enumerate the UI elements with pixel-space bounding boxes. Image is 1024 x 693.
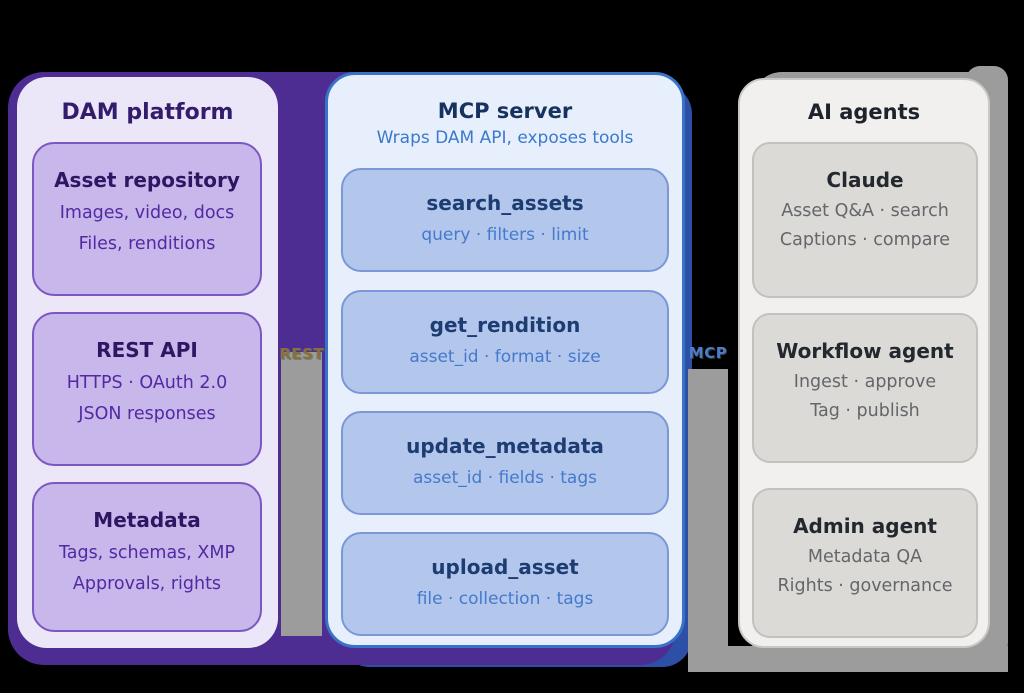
admin-agent-line: Metadata QA (807, 547, 923, 567)
connector-label-rest: REST (279, 345, 325, 363)
search-assets-tool-box: search_assets query · filters · limit (341, 168, 669, 272)
upload-asset-tool-box: upload_asset file · collection · tags (341, 532, 669, 636)
metadata-box-line: Tags, schemas, XMP (58, 543, 236, 563)
connector-band-rest (281, 352, 322, 636)
workflow-agent-line: Ingest · approve (793, 372, 937, 392)
admin-agent-line: Rights · governance (777, 576, 953, 596)
connector-label-mcp: MCP (688, 344, 728, 362)
claude-agent-line: Asset Q&A · search (781, 201, 949, 221)
get-rendition-tool-title: get_rendition (429, 313, 581, 337)
search-assets-tool-params: query · filters · limit (421, 225, 589, 245)
search-assets-tool-title: search_assets (426, 191, 584, 215)
update-metadata-tool-params: asset_id · fields · tags (413, 468, 597, 488)
get-rendition-tool-params: asset_id · format · size (409, 347, 601, 367)
connector-band-mcp (688, 369, 728, 667)
get-rendition-tool-box: get_rendition asset_id · format · size (341, 290, 669, 394)
rest-api-box: REST API HTTPS · OAuth 2.0 JSON response… (32, 312, 262, 466)
metadata-box: Metadata Tags, schemas, XMP Approvals, r… (32, 482, 262, 632)
claude-agent-title: Claude (826, 168, 904, 192)
metadata-box-line: Approvals, rights (72, 574, 222, 594)
workflow-agent-line: Tag · publish (810, 401, 920, 421)
claude-agent-box: Claude Asset Q&A · search Captions · com… (752, 142, 978, 298)
asset-repository-box-line: Files, renditions (78, 234, 216, 254)
upload-asset-tool-params: file · collection · tags (416, 589, 594, 609)
asset-repository-box: Asset repository Images, video, docs Fil… (32, 142, 262, 296)
asset-repository-box-title: Asset repository (54, 168, 240, 192)
asset-repository-box-line: Images, video, docs (59, 203, 235, 223)
admin-agent-box: Admin agent Metadata QA Rights · governa… (752, 488, 978, 638)
ai-agents-title: AI agents (807, 100, 921, 124)
dam-platform-title: DAM platform (61, 100, 234, 125)
admin-agent-title: Admin agent (793, 514, 937, 538)
ai-agents-card: AI agents Claude Asset Q&A · search Capt… (738, 78, 990, 648)
rest-api-box-title: REST API (96, 338, 198, 362)
rest-api-box-line: JSON responses (78, 404, 216, 424)
update-metadata-tool-box: update_metadata asset_id · fields · tags (341, 411, 669, 515)
mcp-server-card: MCP server Wraps DAM API, exposes tools … (325, 72, 685, 648)
workflow-agent-box: Workflow agent Ingest · approve Tag · pu… (752, 313, 978, 463)
update-metadata-tool-title: update_metadata (406, 434, 604, 458)
claude-agent-line: Captions · compare (779, 230, 951, 250)
mcp-server-title: MCP server (437, 99, 573, 123)
metadata-box-title: Metadata (93, 508, 201, 532)
mcp-server-subtitle: Wraps DAM API, exposes tools (376, 128, 634, 148)
workflow-agent-title: Workflow agent (776, 339, 954, 363)
rest-api-box-line: HTTPS · OAuth 2.0 (66, 373, 228, 393)
dam-platform-card: DAM platform Asset repository Images, vi… (17, 77, 278, 648)
upload-asset-tool-title: upload_asset (431, 555, 579, 579)
bottom-gray-shadow (688, 646, 1008, 672)
